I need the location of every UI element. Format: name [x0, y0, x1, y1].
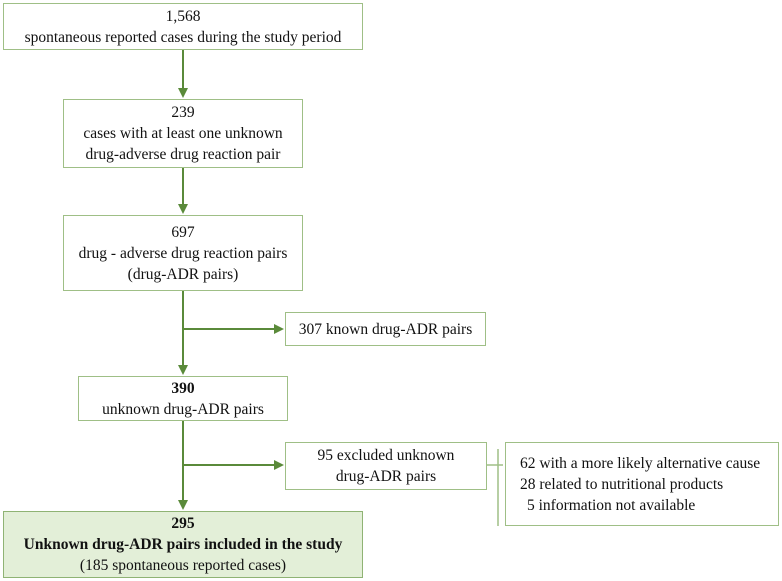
- cases-with-unknown-line2: drug-adverse drug reaction pair: [85, 146, 281, 163]
- unknown-pairs-text: unknown drug-ADR pairs: [102, 400, 264, 418]
- exclusion-reasons-box: 62 with a more likely alternative cause …: [505, 442, 779, 526]
- known-pairs-box: 307 known drug-ADR pairs: [285, 312, 486, 346]
- excluded-pairs-line2: drug-ADR pairs: [335, 468, 437, 485]
- total-cases-number: 1,568: [165, 7, 201, 25]
- excluded-pairs-line1: 95 excluded unknown: [317, 447, 455, 464]
- drug-adr-pairs-line2: (drug-ADR pairs): [127, 265, 239, 283]
- drug-adr-pairs-box: 697 drug - adverse drug reaction pairs (…: [63, 215, 303, 291]
- reason-item: 28 related to nutritional products: [520, 476, 724, 493]
- included-pairs-box: 295 Unknown drug-ADR pairs included in t…: [3, 511, 363, 578]
- excluded-pairs-box: 95 excluded unknown drug-ADR pairs: [285, 442, 487, 490]
- included-pairs-number: 295: [171, 515, 195, 532]
- unknown-pairs-box: 390 unknown drug-ADR pairs: [78, 376, 288, 421]
- drug-adr-pairs-line1: drug - adverse drug reaction pairs: [78, 244, 288, 262]
- included-pairs-subtitle: (185 spontaneous reported cases): [79, 557, 287, 574]
- reason-item: 5 information not available: [527, 497, 696, 514]
- drug-adr-pairs-number: 697: [171, 223, 195, 241]
- total-cases-box: 1,568 spontaneous reported cases during …: [3, 3, 363, 50]
- total-cases-text: spontaneous reported cases during the st…: [24, 28, 342, 46]
- cases-with-unknown-number: 239: [171, 104, 195, 121]
- reason-item: 62 with a more likely alternative cause: [520, 455, 761, 472]
- cases-with-unknown-box: 239 cases with at least one unknown drug…: [63, 99, 303, 168]
- included-pairs-title: Unknown drug-ADR pairs included in the s…: [23, 536, 343, 553]
- cases-with-unknown-line1: cases with at least one unknown: [83, 125, 283, 142]
- unknown-pairs-number: 390: [171, 379, 195, 397]
- known-pairs-text: 307 known drug-ADR pairs: [298, 320, 473, 338]
